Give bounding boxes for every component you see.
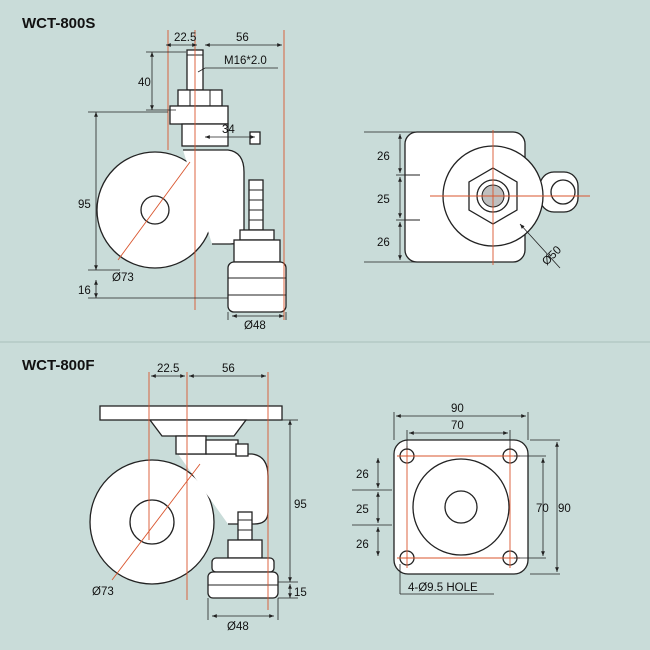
top-view-800s xyxy=(404,131,579,263)
dim-foot-dia-f: Ø48 xyxy=(227,621,249,633)
side-view-800f xyxy=(89,405,283,599)
dim-90-height: 90 xyxy=(558,503,571,515)
dim-25-mid-f: 25 xyxy=(356,504,369,516)
dim-26-bottom: 26 xyxy=(377,237,390,249)
dim-22-5: 22.5 xyxy=(174,32,196,44)
model-title-800s: WCT-800S xyxy=(22,15,95,32)
dim-26-top: 26 xyxy=(377,151,390,163)
dim-wheel-dia: Ø73 xyxy=(112,272,134,284)
dim-56-f: 56 xyxy=(222,363,235,375)
dim-15-f: 15 xyxy=(294,587,307,599)
dim-90-width: 90 xyxy=(451,403,464,415)
side-view-800s xyxy=(96,49,287,313)
dim-thread: M16*2.0 xyxy=(224,55,267,67)
dim-foot-dia: Ø48 xyxy=(244,320,266,332)
mounting-plate xyxy=(99,405,283,421)
wheel-hub xyxy=(129,499,175,545)
dim-34: 34 xyxy=(222,124,235,136)
dim-25-mid: 25 xyxy=(377,194,390,206)
dim-56: 56 xyxy=(236,32,249,44)
hole-note: 4-Ø9.5 HOLE xyxy=(408,582,478,594)
dim-95: 95 xyxy=(78,199,91,211)
dim-16: 16 xyxy=(78,285,91,297)
model-title-800f: WCT-800F xyxy=(22,357,95,374)
dim-base-dia: Ø50 xyxy=(540,244,564,268)
dim-22-5-f: 22.5 xyxy=(157,363,179,375)
leveling-foot xyxy=(227,261,287,313)
top-view-800f xyxy=(393,439,529,575)
dim-wheel-dia-f: Ø73 xyxy=(92,586,114,598)
dim-70-height: 70 xyxy=(536,503,549,515)
dim-26-bottom-f: 26 xyxy=(356,539,369,551)
dim-26-top-f: 26 xyxy=(356,469,369,481)
dim-95-f: 95 xyxy=(294,499,307,511)
dim-40: 40 xyxy=(138,77,151,89)
dim-70-width: 70 xyxy=(451,420,464,432)
